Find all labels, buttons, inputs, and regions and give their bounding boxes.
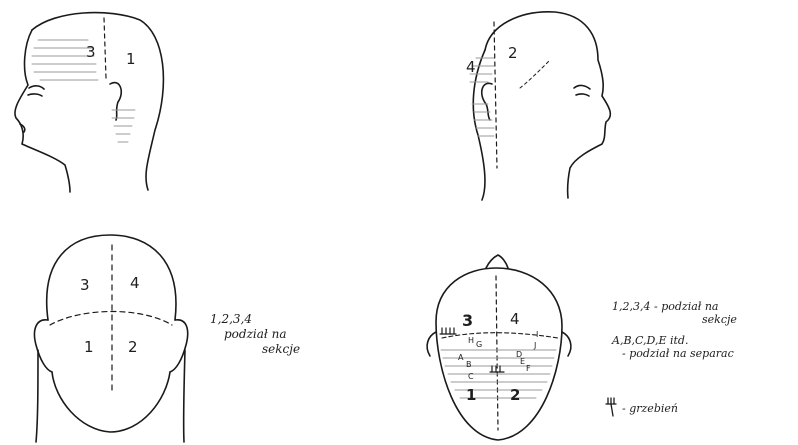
top-note-line-1: 1,2,3,4 - podział na [612, 300, 737, 313]
sep-label-j: J [533, 341, 536, 350]
top-section-1: 1 [466, 386, 476, 404]
top-note-line-2: sekcje [702, 313, 737, 326]
back-section-2: 2 [128, 338, 138, 356]
top-section-4: 4 [510, 310, 520, 328]
sep-label-i: I [536, 330, 538, 339]
back-note-line-3: sekcje [262, 342, 300, 357]
top-view-note: 1,2,3,4 - podział na sekcje A,B,C,D,E it… [612, 300, 737, 360]
sep-label-h: H [468, 336, 474, 345]
top-note-line-4: - podział na separac [622, 347, 737, 360]
back-view-head [35, 235, 188, 442]
comb-legend-icon [606, 398, 616, 416]
side-right-section-2: 2 [508, 44, 518, 62]
sep-label-f: F [526, 364, 531, 373]
side-left-section-3: 3 [86, 43, 96, 61]
back-view-note: 1,2,3,4 podział na sekcje [210, 312, 300, 357]
side-view-right-head [470, 12, 610, 200]
top-view-head [427, 255, 571, 440]
sep-label-b: B [466, 360, 472, 369]
top-section-2: 2 [510, 386, 520, 404]
sep-label-e: E [520, 357, 525, 366]
sep-label-c: C [468, 372, 474, 381]
sep-label-g: G [476, 340, 482, 349]
back-section-3: 3 [80, 276, 90, 294]
sep-label-a: A [458, 353, 464, 362]
back-section-1: 1 [84, 338, 94, 356]
back-note-line-1: 1,2,3,4 [210, 312, 300, 327]
comb-legend-label: - grzebień [622, 401, 678, 416]
back-section-4: 4 [130, 274, 140, 292]
side-left-section-1: 1 [126, 50, 136, 68]
top-note-line-3: A,B,C,D,E itd. [612, 334, 737, 347]
top-section-3: 3 [462, 311, 473, 330]
side-right-section-4: 4 [466, 58, 476, 76]
back-note-line-2: podział na [224, 327, 300, 342]
side-view-left-head [15, 13, 164, 192]
